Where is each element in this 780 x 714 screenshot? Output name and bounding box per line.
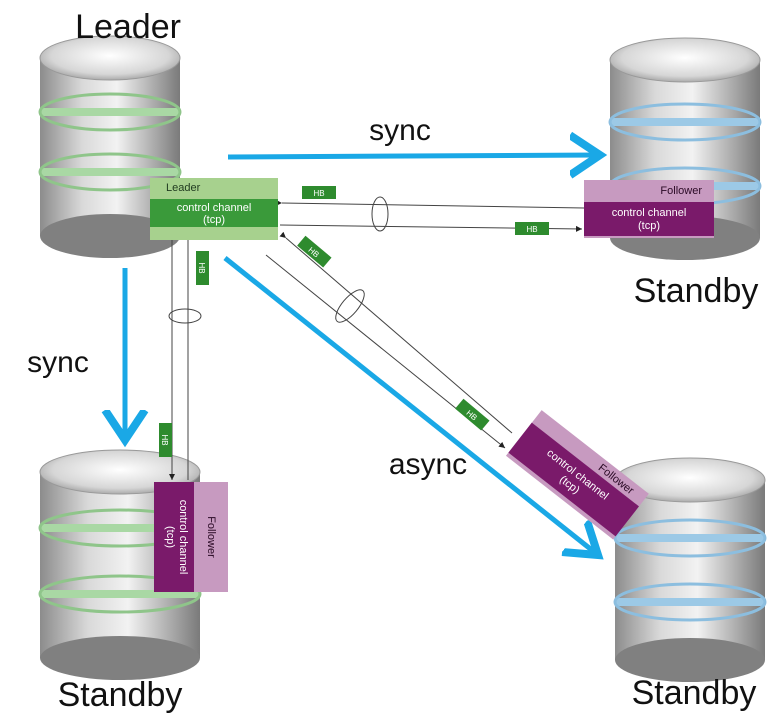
async-arrow-diagonal (223, 256, 598, 555)
leader-label: Leader (75, 8, 181, 46)
heartbeat-coupler-diagonal (335, 289, 365, 323)
follower-bottom-right-control-channel: Follower control channel (tcp) (505, 410, 649, 540)
hb-badge-down-bottom: HB (159, 423, 172, 457)
hb-badge-right-top: HB (302, 186, 336, 199)
follower-bottom-left-line2: (tcp) (164, 526, 176, 548)
hb-badge-down-top: HB (196, 251, 209, 285)
follower-right-role: Follower (660, 185, 702, 197)
follower-right-line2: (tcp) (638, 220, 660, 232)
follower-bottom-left-role: Follower (205, 516, 217, 558)
sync-arrow-right (227, 155, 600, 157)
standby-bottom-left-label: Standby (58, 676, 183, 714)
standby-bottom-right-database-icon (613, 457, 767, 682)
heartbeat-coupler-down (168, 308, 202, 324)
async-label: async (389, 448, 467, 481)
standby-right-label: Standby (634, 272, 759, 310)
leader-channel-line1: control channel (177, 202, 252, 214)
svg-text:HB: HB (197, 262, 206, 273)
hb-badge-diagonal-top: HB (297, 235, 332, 268)
sync-label-right: sync (369, 114, 431, 147)
leader-channel-role: Leader (166, 182, 201, 194)
svg-text:HB: HB (526, 225, 537, 234)
hb-badge-right-bottom: HB (515, 222, 549, 235)
svg-text:HB: HB (313, 189, 324, 198)
follower-right-line1: control channel (612, 207, 687, 219)
follower-bottom-left-control-channel: Follower control channel (tcp) (154, 482, 228, 592)
leader-channel-line2: (tcp) (203, 214, 225, 226)
follower-right-control-channel: Follower control channel (tcp) (584, 180, 714, 238)
standby-bottom-right-label: Standby (632, 674, 757, 712)
leader-database-icon (38, 35, 182, 258)
heartbeat-line-diagonal-upper (279, 231, 513, 434)
hb-badge-diagonal-bottom: HB (455, 398, 490, 431)
heartbeat-line-right-upper (275, 199, 585, 209)
heartbeat-coupler-right (371, 196, 389, 232)
follower-bottom-left-line1: control channel (177, 500, 189, 575)
leader-control-channel: Leader control channel (tcp) (150, 178, 278, 240)
svg-text:HB: HB (160, 434, 169, 445)
sync-label-down: sync (27, 346, 89, 379)
